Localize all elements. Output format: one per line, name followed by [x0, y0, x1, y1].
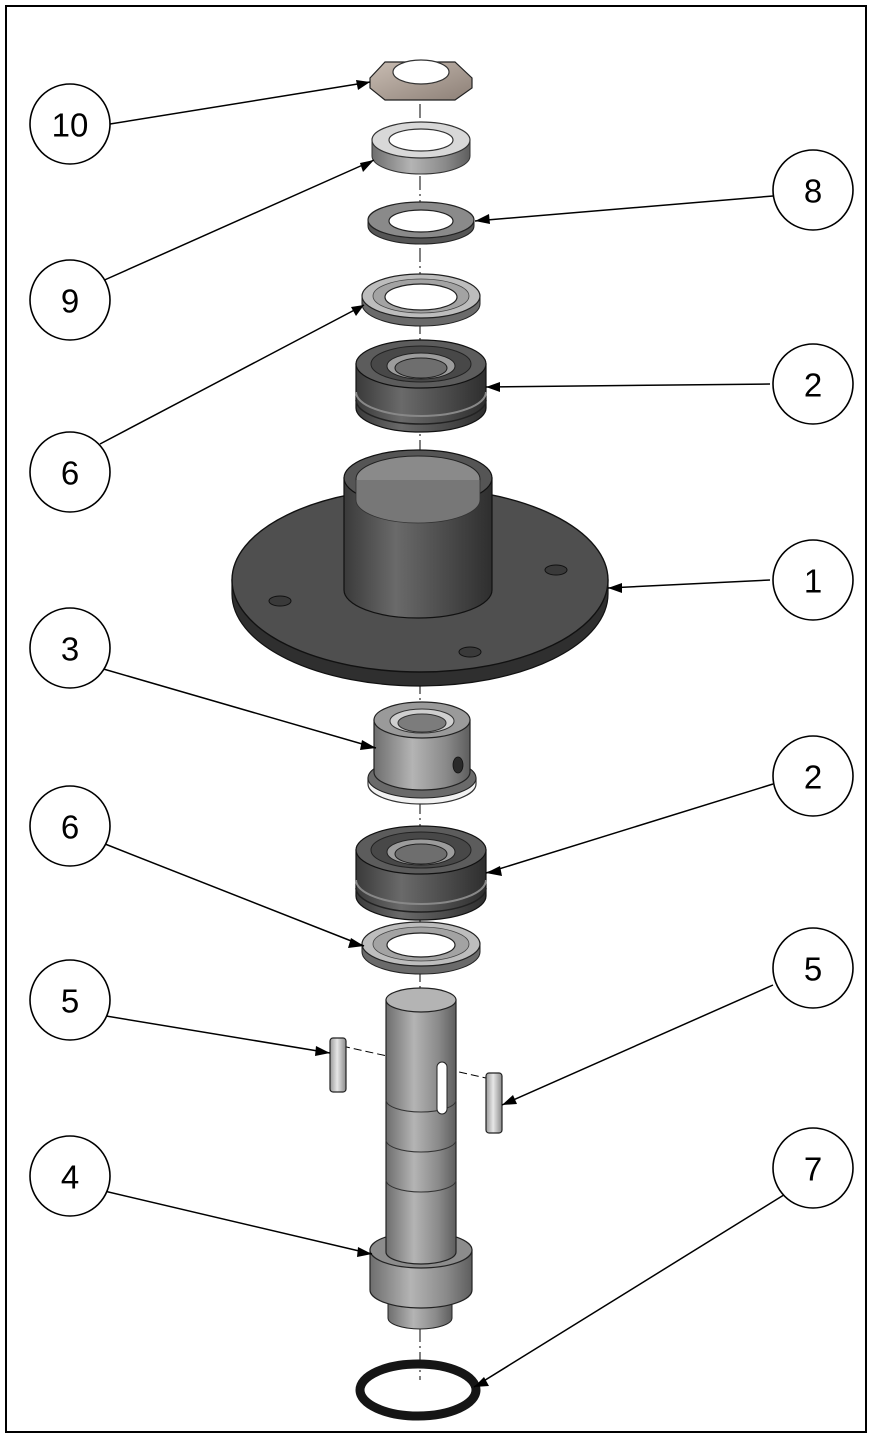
- balloon-label: 2: [804, 759, 822, 796]
- shaft-part: [369, 987, 473, 1330]
- balloon-circle: [772, 1127, 854, 1209]
- balloon-upper-bearing: 2: [772, 343, 854, 425]
- balloon-label: 9: [61, 283, 79, 320]
- balloon-lower-bearing: 2: [772, 735, 854, 817]
- hex-nut-part: [369, 59, 473, 101]
- leader-arrowheads: [315, 80, 622, 1387]
- balloon-lock-washer-ring: 9: [29, 259, 111, 341]
- upper-bearing-part: [355, 339, 487, 433]
- balloon-label: 5: [804, 951, 822, 988]
- balloon-circle: [772, 149, 854, 231]
- balloon-label: 2: [804, 367, 822, 404]
- spacer-sleeve-part: [367, 701, 477, 805]
- balloon-label: 6: [61, 455, 79, 492]
- balloon-label: 4: [61, 1159, 79, 1196]
- balloon-circle: [29, 83, 111, 165]
- balloon-label: 3: [61, 631, 79, 668]
- lower-seal-ring-part: [361, 921, 481, 975]
- balloon-circle: [772, 735, 854, 817]
- balloon-right-key: 5: [772, 927, 854, 1009]
- right-key-part: [485, 1072, 503, 1134]
- upper-seal-ring-part: [361, 273, 481, 327]
- balloon-label: 1: [804, 563, 822, 600]
- balloon-spacer-sleeve: 3: [29, 607, 111, 689]
- balloon-circle: [29, 259, 111, 341]
- balloon-flat-washer: 8: [772, 149, 854, 231]
- lower-bearing-part: [355, 825, 487, 921]
- balloon-shaft: 4: [29, 1135, 111, 1217]
- balloon-circle: [772, 539, 854, 621]
- balloon-label: 8: [804, 173, 822, 210]
- o-ring-part: [355, 1359, 481, 1421]
- left-key-part: [329, 1037, 347, 1093]
- sheet-border: [5, 5, 867, 1433]
- balloon-left-key: 5: [29, 959, 111, 1041]
- balloon-label: 10: [52, 107, 89, 144]
- balloon-circle: [29, 785, 111, 867]
- balloon-upper-seal-ring: 6: [29, 431, 111, 513]
- balloon-o-ring: 7: [772, 1127, 854, 1209]
- balloon-flanged-housing: 1: [772, 539, 854, 621]
- flat-washer-part: [367, 201, 475, 245]
- balloon-label: 5: [61, 983, 79, 1020]
- balloon-label: 7: [804, 1151, 822, 1188]
- balloon-lower-seal-ring: 6: [29, 785, 111, 867]
- balloon-circle: [29, 607, 111, 689]
- lock-washer-ring-part: [371, 121, 471, 175]
- balloon-circle: [772, 343, 854, 425]
- balloon-circle: [772, 927, 854, 1009]
- balloon-circle: [29, 1135, 111, 1217]
- balloon-group: 10 9 8 6 2 1 3 2 6 5 5 4 7: [29, 83, 854, 1217]
- balloon-circle: [29, 959, 111, 1041]
- leader-lines: [99, 81, 788, 1388]
- balloon-hex-nut: 10: [29, 83, 111, 165]
- balloon-circle: [29, 431, 111, 513]
- flanged-housing-part: [231, 449, 609, 687]
- balloon-label: 6: [61, 809, 79, 846]
